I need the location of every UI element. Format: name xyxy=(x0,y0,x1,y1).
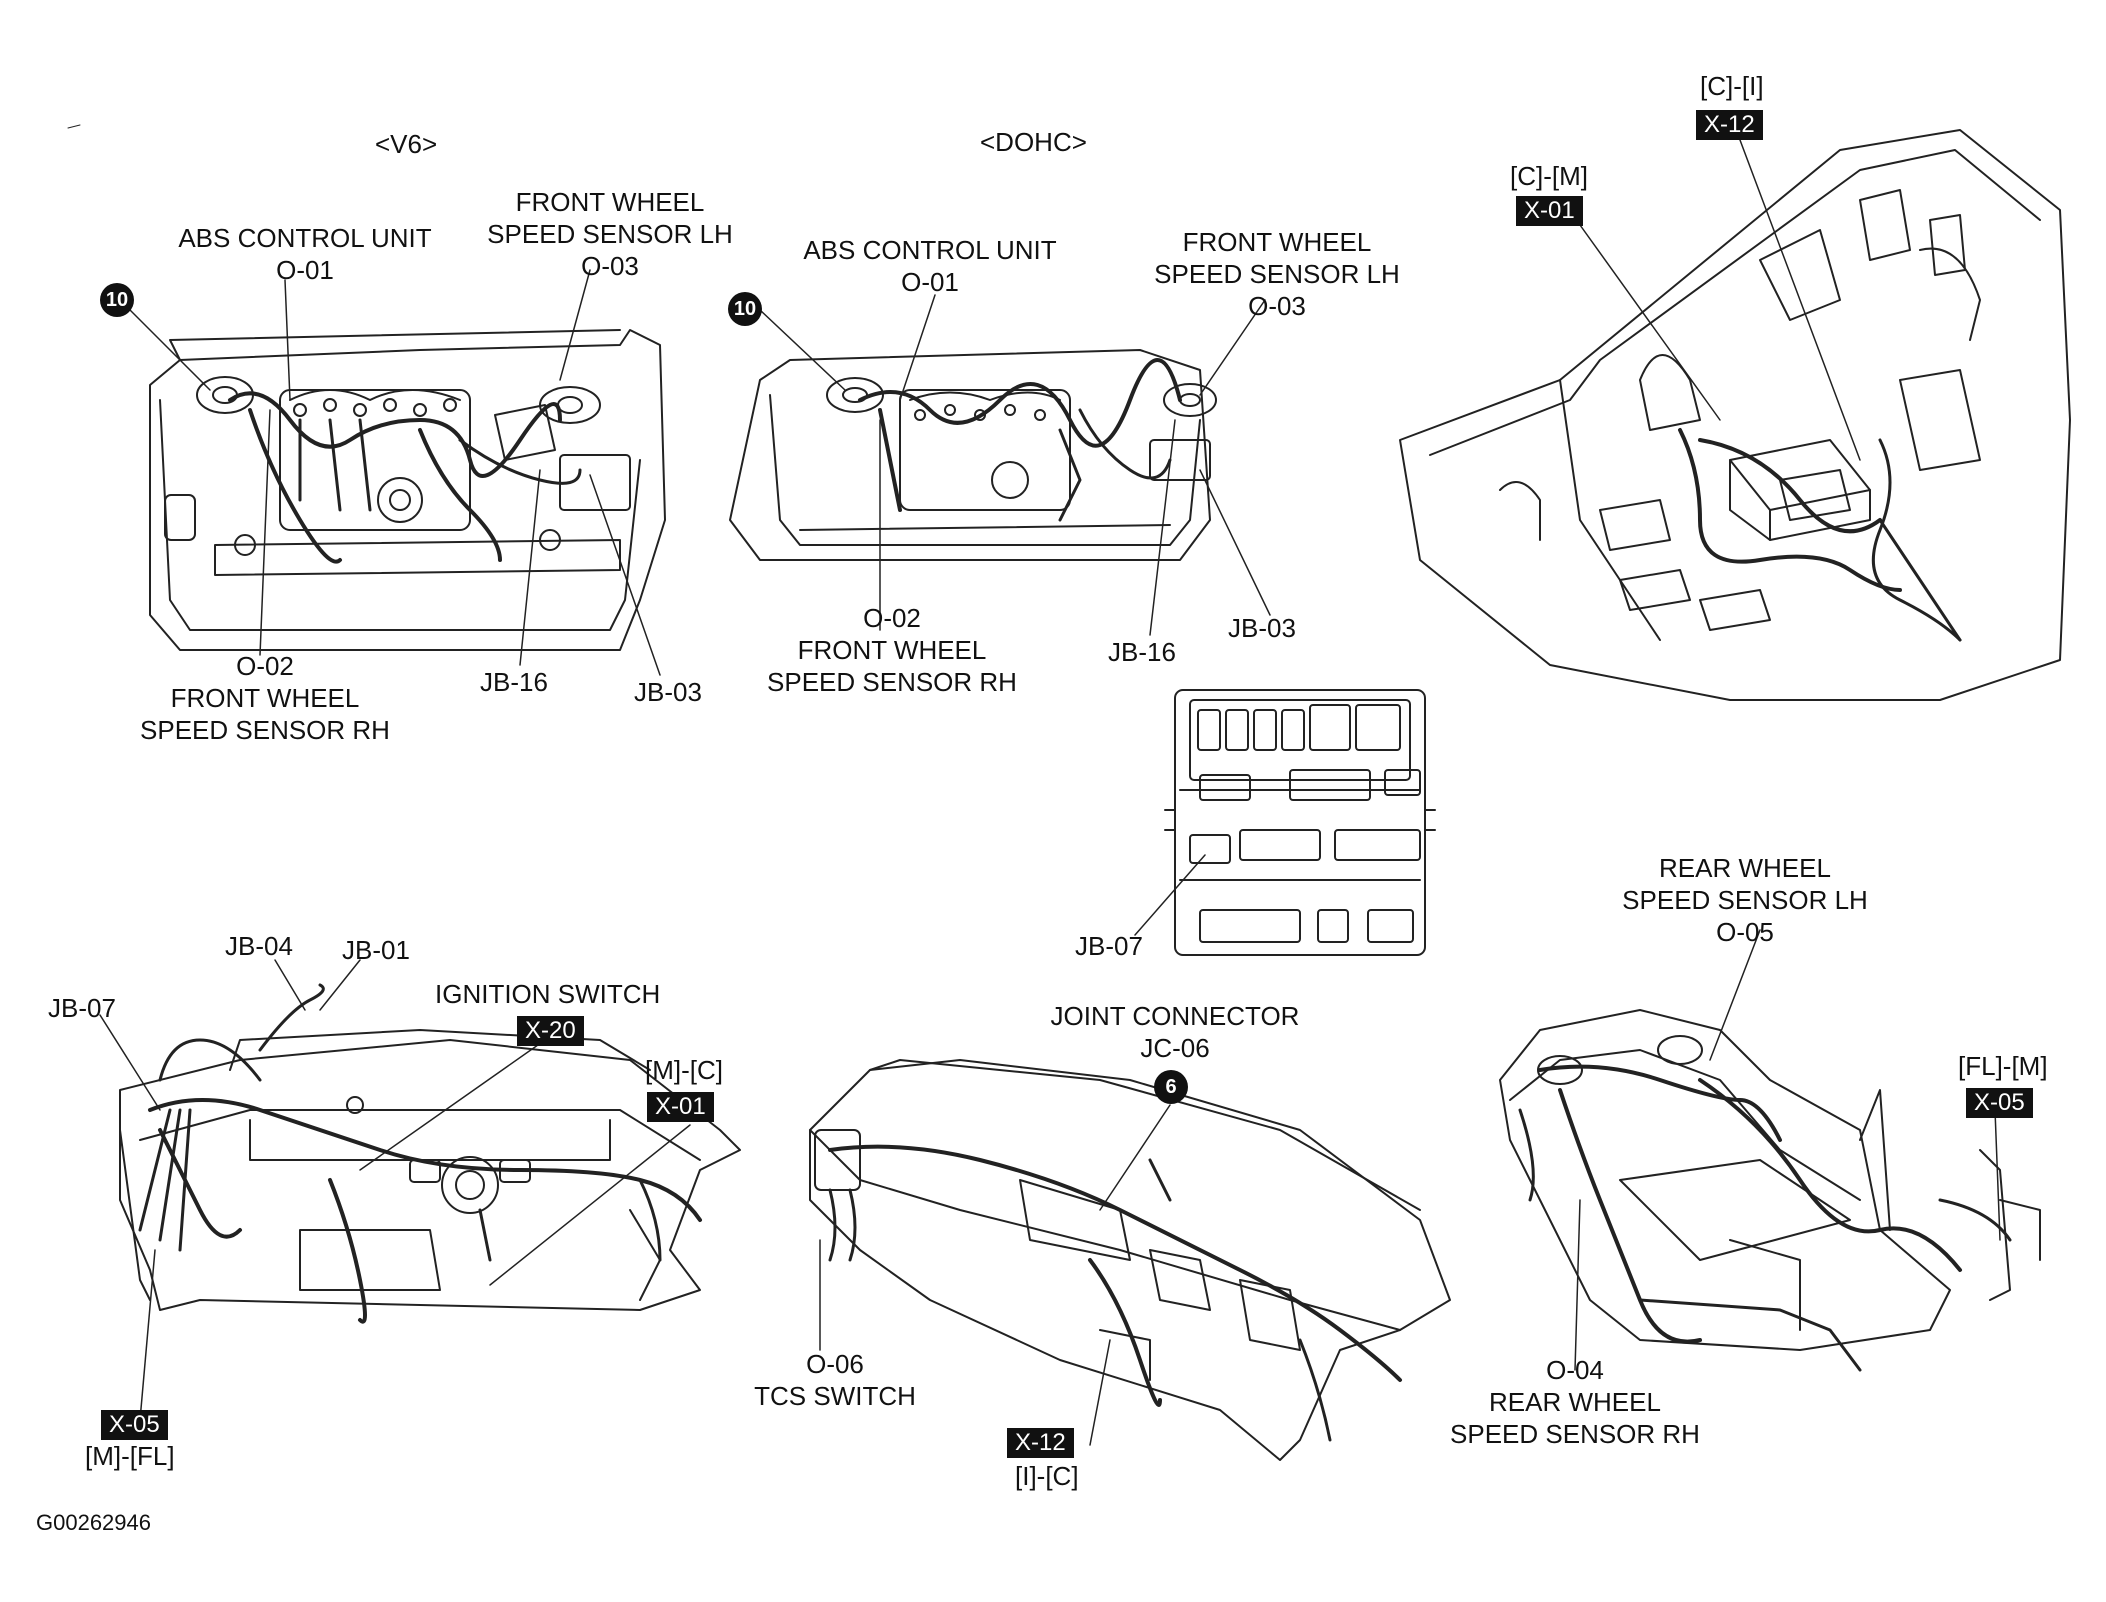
flm-connector-tag: X-05 xyxy=(1966,1088,2033,1118)
v6-front-wheel-rh-label: O-02 FRONT WHEEL SPEED SENSOR RH xyxy=(125,650,405,746)
dohc-fw-rh-line3: SPEED SENSOR RH xyxy=(767,667,1017,697)
v6-fw-lh-code: O-03 xyxy=(581,251,639,281)
v6-front-wheel-lh-label: FRONT WHEEL SPEED SENSOR LH O-03 xyxy=(470,186,750,282)
dohc-front-wheel-rh-label: O-02 FRONT WHEEL SPEED SENSOR RH xyxy=(752,602,1032,698)
mfl-connector-tag: X-05 xyxy=(101,1410,168,1440)
v6-fw-rh-line3: SPEED SENSOR RH xyxy=(140,715,390,745)
v6-jb16-label: JB-16 xyxy=(480,667,548,697)
rw-rh-line3: SPEED SENSOR RH xyxy=(1450,1419,1700,1449)
rear-floor-drawing xyxy=(1499,929,2041,1372)
tcs-switch-code: O-06 xyxy=(806,1349,864,1379)
rw-rh-line2: REAR WHEEL xyxy=(1489,1387,1661,1417)
dohc-fw-rh-line2: FRONT WHEEL xyxy=(797,635,987,665)
cm-connector-label: [C]-[M] xyxy=(1510,161,1588,191)
ci-connector-tag: X-12 xyxy=(1696,110,1763,140)
rear-wheel-rh-label: O-04 REAR WHEEL SPEED SENSOR RH xyxy=(1430,1354,1720,1450)
v6-callout-badge: 10 xyxy=(100,283,134,317)
tcs-switch-label: O-06 TCS SWITCH xyxy=(745,1348,925,1412)
dohc-callout-badge: 10 xyxy=(728,292,762,326)
v6-jb03-label: JB-03 xyxy=(634,677,702,707)
v6-fw-lh-line1: FRONT WHEEL xyxy=(515,187,705,217)
rw-lh-line1: REAR WHEEL xyxy=(1659,853,1831,883)
junction-box-jb07-label: JB-07 xyxy=(1075,931,1143,961)
dohc-fw-lh-line1: FRONT WHEEL xyxy=(1182,227,1372,257)
dohc-fw-lh-code: O-03 xyxy=(1248,291,1306,321)
dohc-front-wheel-lh-label: FRONT WHEEL SPEED SENSOR LH O-03 xyxy=(1137,226,1417,322)
dohc-fw-rh-code: O-02 xyxy=(863,603,921,633)
dohc-jb16-label: JB-16 xyxy=(1108,637,1176,667)
dash-jb01-label: JB-01 xyxy=(342,935,410,965)
ignition-switch-label: IGNITION SWITCH xyxy=(435,979,661,1009)
dohc-heading: <DOHC> xyxy=(980,127,1087,157)
joint-connector-code: JC-06 xyxy=(1140,1033,1210,1063)
joint-connector-name: JOINT CONNECTOR xyxy=(1050,1001,1300,1031)
dash-jb04-label: JB-04 xyxy=(225,931,293,961)
joint-connector-badge: 6 xyxy=(1154,1070,1188,1104)
dohc-fw-lh-line2: SPEED SENSOR LH xyxy=(1154,259,1400,289)
flm-connector-label: [FL]-[M] xyxy=(1958,1051,2048,1081)
tcs-switch-name: TCS SWITCH xyxy=(754,1381,916,1411)
front-floor-drawing xyxy=(1399,129,2071,701)
mc-connector-label: [M]-[C] xyxy=(645,1055,723,1085)
junction-box-drawing xyxy=(1134,689,1436,956)
v6-abs-unit-name: ABS CONTROL UNIT xyxy=(178,223,432,253)
v6-abs-unit-code: O-01 xyxy=(276,255,334,285)
rw-rh-code: O-04 xyxy=(1546,1355,1604,1385)
dohc-abs-unit-code: O-01 xyxy=(901,267,959,297)
v6-engine-bay-drawing xyxy=(119,269,666,676)
dohc-jb03-label: JB-03 xyxy=(1228,613,1296,643)
figure-id: G00262946 xyxy=(36,1510,151,1535)
v6-fw-rh-code: O-02 xyxy=(236,651,294,681)
ic-connector-label: [I]-[C] xyxy=(1015,1461,1079,1491)
dohc-engine-bay-drawing xyxy=(729,294,1271,636)
dash-jb07-label: JB-07 xyxy=(48,993,116,1023)
dohc-abs-unit-name: ABS CONTROL UNIT xyxy=(803,235,1057,265)
v6-abs-control-unit-label: ABS CONTROL UNIT O-01 xyxy=(165,222,445,286)
center-dashboard-drawing xyxy=(809,1059,1451,1461)
ignition-switch-tag: X-20 xyxy=(517,1016,584,1046)
joint-connector-label: JOINT CONNECTOR JC-06 xyxy=(1035,1000,1315,1064)
scratch-mark xyxy=(67,124,81,129)
dohc-abs-control-unit-label: ABS CONTROL UNIT O-01 xyxy=(790,234,1070,298)
ic-connector-tag: X-12 xyxy=(1007,1428,1074,1458)
rear-wheel-lh-label: REAR WHEEL SPEED SENSOR LH O-05 xyxy=(1605,852,1885,948)
ci-connector-label: [C]-[I] xyxy=(1700,71,1764,101)
mc-connector-tag: X-01 xyxy=(647,1092,714,1122)
v6-fw-lh-line2: SPEED SENSOR LH xyxy=(487,219,733,249)
rw-lh-line2: SPEED SENSOR LH xyxy=(1622,885,1868,915)
v6-heading: <V6> xyxy=(375,129,438,159)
v6-fw-rh-line2: FRONT WHEEL xyxy=(170,683,360,713)
rw-lh-code: O-05 xyxy=(1716,917,1774,947)
left-dashboard-drawing xyxy=(99,959,741,1421)
cm-connector-tag: X-01 xyxy=(1516,196,1583,226)
mfl-connector-label: [M]-[FL] xyxy=(85,1441,175,1471)
